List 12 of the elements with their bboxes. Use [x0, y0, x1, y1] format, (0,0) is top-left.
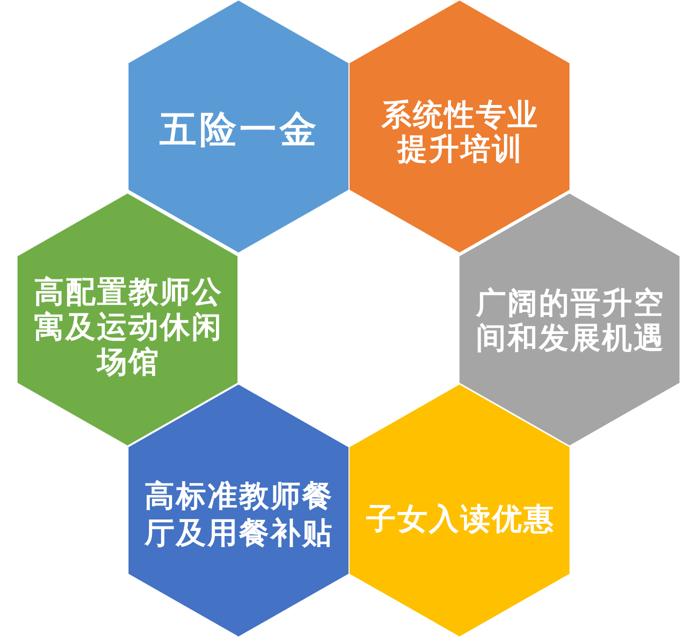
hexagon-tile — [349, 0, 570, 253]
tile-label: 广阔的晋升空间和发展机遇 — [474, 286, 666, 356]
hexagon-tile — [349, 384, 570, 637]
hexagon-tile — [17, 192, 238, 446]
tile-label: 高配置教师公寓及运动休闲场馆 — [32, 274, 224, 380]
tile-label: 五险一金 — [158, 110, 320, 150]
hexagon-tile — [128, 384, 348, 637]
tile-label: 系统性专业提升培训 — [380, 98, 540, 166]
hexagon-tile — [128, 0, 348, 253]
hexagon-tile — [459, 192, 680, 446]
tile-label: 子女入读优惠 — [364, 502, 556, 536]
tile-label: 高标准教师餐厅及用餐补贴 — [143, 478, 334, 552]
